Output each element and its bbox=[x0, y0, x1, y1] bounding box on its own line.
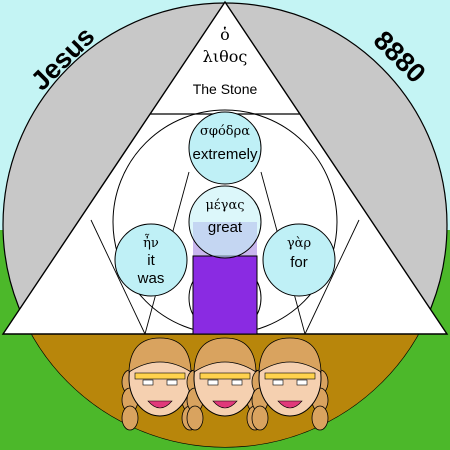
stone-block bbox=[192, 255, 258, 335]
greek-extremely: σφόδρα bbox=[200, 124, 250, 139]
mouth bbox=[212, 400, 238, 409]
apex-greek-article: ὁ bbox=[220, 25, 230, 44]
greek-for: γὰρ bbox=[287, 236, 311, 251]
eye-band bbox=[199, 372, 251, 380]
circle-great bbox=[188, 185, 262, 259]
faces-group bbox=[121, 337, 329, 431]
face-1 bbox=[121, 337, 199, 431]
hair-top bbox=[258, 337, 322, 373]
hair-top bbox=[193, 337, 257, 373]
face-2 bbox=[186, 337, 264, 431]
braid-segment bbox=[186, 405, 204, 431]
english-it: it bbox=[147, 252, 155, 269]
braid-segment bbox=[311, 405, 329, 431]
english-was: was bbox=[137, 270, 165, 287]
eye-band bbox=[134, 372, 186, 380]
english-extremely: extremely bbox=[192, 146, 258, 163]
apex-english: The Stone bbox=[193, 81, 258, 97]
hair-top bbox=[128, 337, 192, 373]
eye bbox=[231, 379, 243, 386]
eye bbox=[142, 379, 154, 386]
eye bbox=[166, 379, 178, 386]
braid-segment bbox=[251, 405, 269, 431]
circle-extremely bbox=[188, 111, 262, 185]
circle-it-was bbox=[114, 223, 188, 297]
eye-band bbox=[264, 372, 316, 380]
face-3 bbox=[251, 337, 329, 431]
mouth bbox=[277, 400, 303, 409]
eye bbox=[272, 379, 284, 386]
english-great: great bbox=[208, 219, 243, 236]
braid-segment bbox=[121, 405, 139, 431]
apex-greek-word: λιθος bbox=[203, 47, 248, 66]
eye bbox=[296, 379, 308, 386]
greek-it-was: ἦν bbox=[143, 234, 159, 251]
english-for: for bbox=[290, 254, 308, 271]
mouth bbox=[147, 400, 173, 409]
greek-great: μέγας bbox=[205, 198, 244, 213]
circle-for bbox=[262, 223, 336, 297]
eye bbox=[207, 379, 219, 386]
